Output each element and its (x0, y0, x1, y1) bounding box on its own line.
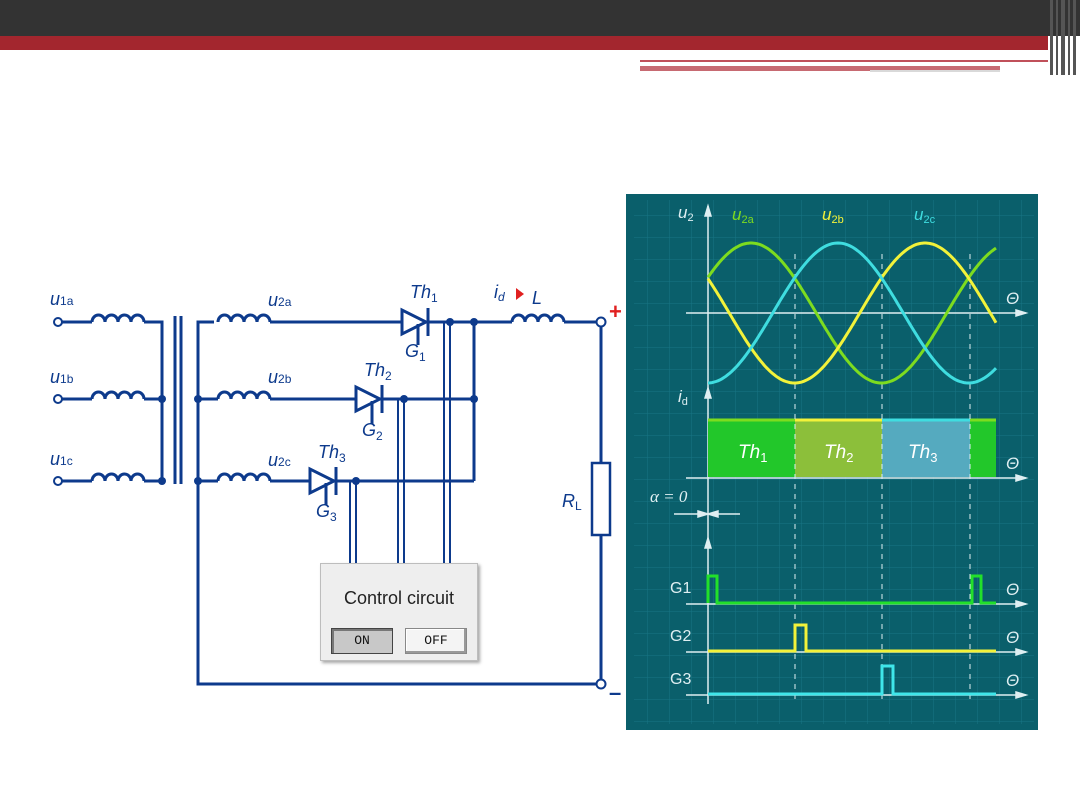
gate-label-g1: G1 (670, 580, 691, 597)
label-load: RL (562, 491, 582, 513)
label-th3: Th3 (318, 442, 346, 465)
axis-u2: u2 (678, 203, 694, 224)
gate-label-g2: G2 (670, 628, 691, 645)
thyristor-symbols (308, 307, 430, 496)
gate-pulse-g3 (708, 664, 996, 696)
header-accent-band (0, 36, 1048, 50)
label-u2c: u2c (268, 450, 291, 470)
header-bar (0, 0, 1080, 36)
header-accent-line-thick (640, 66, 1000, 71)
plus-sign: + (609, 299, 622, 324)
label-u1b: u1b (50, 367, 74, 387)
alpha-marker (674, 509, 740, 519)
waveform-panel: u2 u2a u2b u2c id Th1 Th2 Th3 Θ Θ Θ Θ Θ … (626, 194, 1038, 730)
block-label-th3: Th3 (908, 442, 937, 465)
gate-pulse-g2 (708, 623, 996, 653)
th1-symbol (400, 307, 430, 337)
header-accent-line (640, 60, 1048, 62)
label-th1: Th1 (410, 282, 438, 305)
control-circuit-panel: Control circuit ON OFF (320, 563, 478, 661)
theta-4: Θ (1006, 628, 1019, 647)
junction-dots (158, 318, 478, 485)
conduction-th3 (882, 421, 970, 477)
gate-pulse-g1 (706, 574, 996, 605)
th2-symbol (354, 384, 384, 414)
wave-u2a (706, 241, 997, 385)
legend-u2c: u2c (914, 205, 936, 226)
on-button[interactable]: ON (331, 628, 393, 654)
current-arrow-icon (516, 288, 524, 300)
axis-id: id (678, 387, 688, 408)
label-inductor: L (532, 288, 542, 308)
label-g2: G2 (362, 420, 383, 443)
header-grey-line (870, 70, 1000, 72)
label-u1c: u1c (50, 449, 73, 469)
label-g3: G3 (316, 501, 337, 524)
label-u1a: u1a (50, 289, 74, 309)
label-th2: Th2 (364, 360, 392, 383)
theta-3: Θ (1006, 580, 1019, 599)
label-u2b: u2b (268, 367, 292, 387)
block-label-th1: Th1 (738, 442, 767, 465)
header-decoration-bars (1050, 0, 1080, 80)
minus-sign: – (609, 680, 621, 705)
legend-u2a: u2a (732, 205, 755, 226)
conduction-th1-next (970, 421, 996, 477)
label-g1: G1 (405, 341, 426, 364)
theta-2: Θ (1006, 454, 1019, 473)
terminals (53, 316, 607, 690)
theta-5: Θ (1006, 671, 1019, 690)
wave-u2c (707, 241, 998, 385)
block-label-th2: Th2 (824, 442, 853, 465)
conduction-th1 (708, 421, 795, 477)
alpha-label: α = 0 (650, 487, 688, 506)
off-button[interactable]: OFF (405, 628, 467, 654)
conduction-th2 (795, 421, 882, 477)
control-circuit-title: Control circuit (343, 588, 455, 608)
legend-u2b: u2b (822, 205, 844, 226)
theta-1: Θ (1006, 289, 1019, 308)
gate-label-g3: G3 (670, 671, 691, 688)
wave-u2b (706, 241, 998, 385)
th3-symbol (308, 466, 338, 496)
label-u2a: u2a (268, 290, 292, 310)
label-id: id (494, 282, 505, 304)
